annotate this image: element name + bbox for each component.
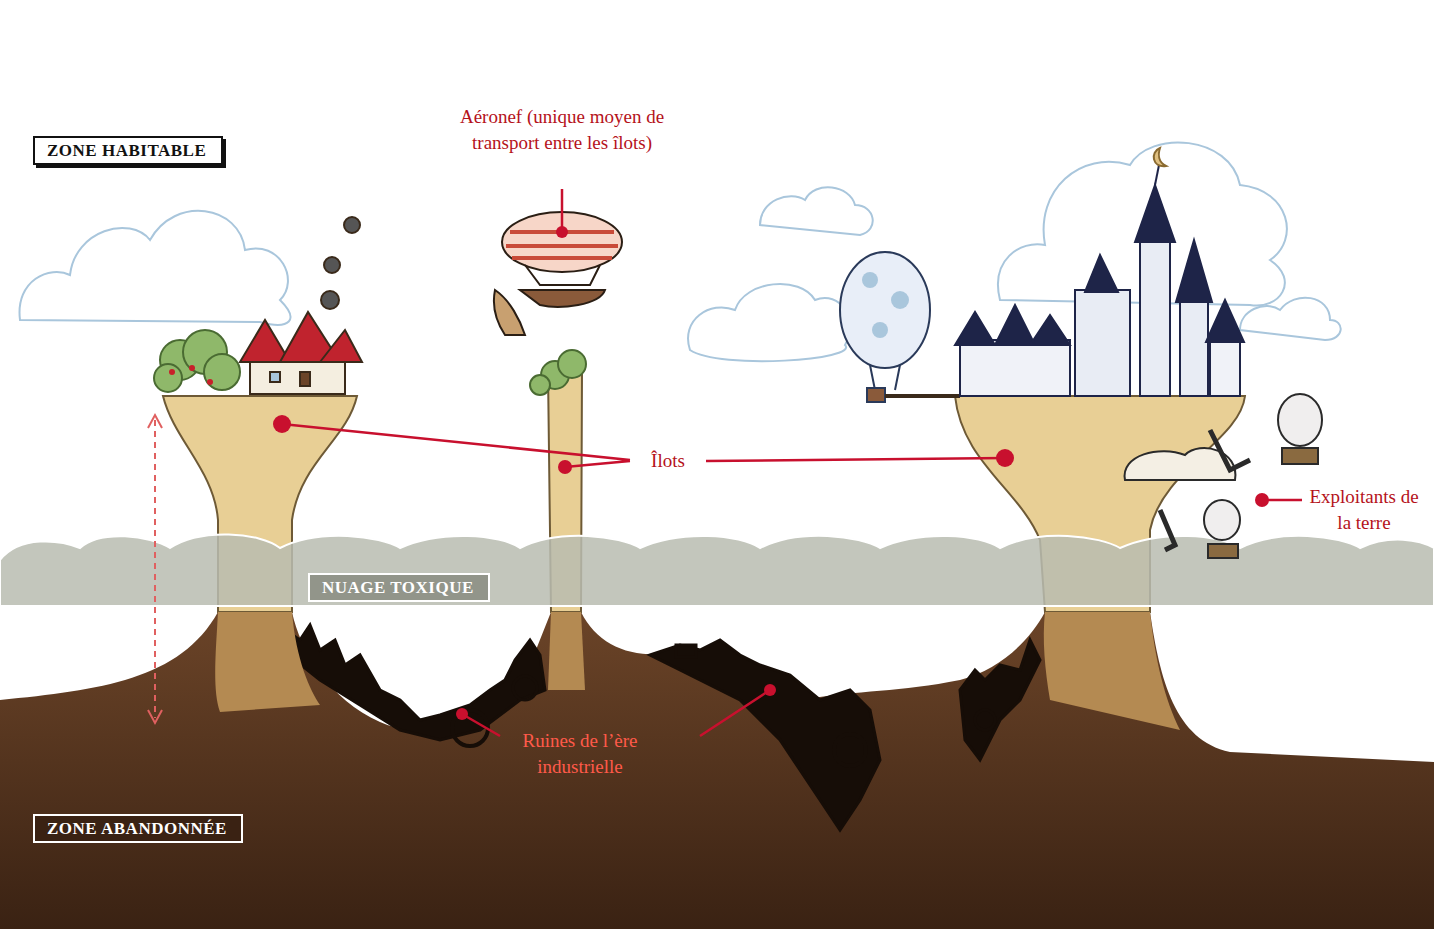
airship — [494, 212, 622, 335]
toxic-cloud — [0, 534, 1434, 606]
industrial-ruins — [285, 625, 1040, 830]
zone-box: ZONE ABANDONNÉE — [33, 814, 243, 843]
callout-label: Ruines de l’ère industrielle — [495, 728, 665, 779]
zone-title: ZONE ABANDONNÉE — [47, 819, 227, 838]
land-exploiters — [1125, 394, 1322, 558]
zone-box: NUAGE TOXIQUE — [308, 573, 490, 602]
height-arrow — [148, 415, 162, 723]
castle — [955, 148, 1244, 396]
zone-title: ZONE HABITABLE — [47, 141, 206, 160]
farm-house — [240, 217, 362, 394]
callout-label: Exploitants de la terre — [1304, 484, 1424, 535]
zone-title: NUAGE TOXIQUE — [322, 578, 474, 597]
callout-label: Aéronef (unique moyen de transport entre… — [425, 104, 700, 155]
leader-lines — [273, 189, 1302, 736]
trees — [154, 330, 586, 395]
hot-air-balloon — [840, 252, 960, 402]
callout-label: Îlots — [633, 448, 703, 474]
zone-box: ZONE HABITABLE — [33, 136, 223, 165]
ground — [0, 612, 1434, 929]
island-stems — [215, 612, 1180, 730]
